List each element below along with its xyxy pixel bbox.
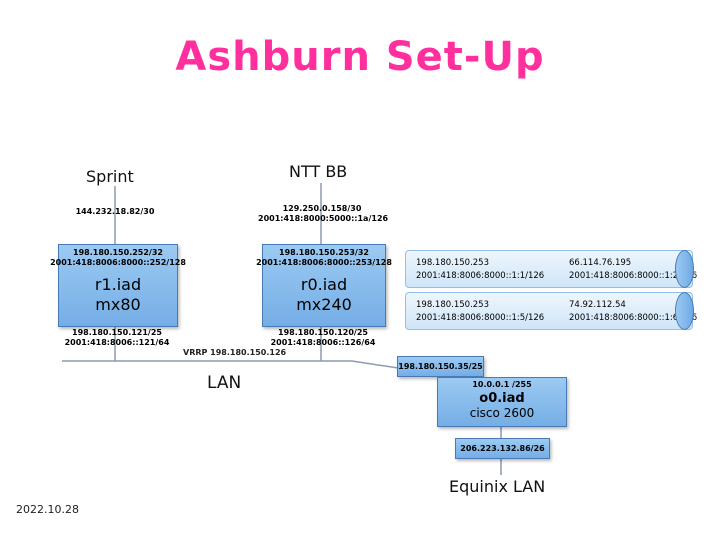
tunnel-1-remote: 66.114.76.195 2001:418:8006:8000::1:2/12… <box>569 257 697 283</box>
ntt-uplink-ips: 129.250.0.158/30 2001:418:8000:5000::1a/… <box>258 204 389 225</box>
r0-lan-v6: 2001:418:8006::126/64 <box>270 338 376 348</box>
tunnel-1: 198.180.150.253 2001:418:8006:8000::1:1/… <box>405 250 697 288</box>
r0-loopback-ips: 198.180.150.253/32 2001:418:8006:8000::2… <box>256 248 392 268</box>
r0-lan-ips: 198.180.150.120/25 2001:418:8006::126/64 <box>264 328 382 349</box>
tunnel-1-remote-v6: 2001:418:8006:8000::1:2/126 <box>569 270 698 281</box>
tunnel-2-local-v6: 2001:418:8006:8000::1:5/126 <box>416 312 545 323</box>
sprint-uplink-ip: 144.232.18.82/30 <box>75 207 155 216</box>
r1-lan-v6: 2001:418:8006::121/64 <box>64 338 170 348</box>
tunnel-1-local-v4: 198.180.150.253 <box>416 258 490 268</box>
tunnel-2-remote: 74.92.112.54 2001:418:8006:8000::1:6/126 <box>569 299 697 325</box>
r1-loopback-v6: 2001:418:8006:8000::252/128 <box>50 258 186 267</box>
tunnel-2: 198.180.150.253 2001:418:8006:8000::1:5/… <box>405 292 697 330</box>
r1-loopback-v4: 198.180.150.252/32 <box>73 248 163 257</box>
r1-lan-v4: 198.180.150.121/25 <box>72 328 162 337</box>
ntt-uplink-ip-v4: 129.250.0.158/30 <box>282 204 362 213</box>
tunnel-2-local-v4: 198.180.150.253 <box>416 300 490 310</box>
r0-lan-v4: 198.180.150.120/25 <box>278 328 368 337</box>
cylinder-cap-icon <box>675 292 694 330</box>
cylinder-cap-icon <box>675 250 694 288</box>
r0-loopback-v6: 2001:418:8006:8000::253/128 <box>256 258 392 267</box>
r1-model: mx80 <box>95 295 141 314</box>
r1-lan-ips: 198.180.150.121/25 2001:418:8006::121/64 <box>58 328 176 349</box>
sprint-label: Sprint <box>86 167 134 186</box>
equinix-lan-label: Equinix LAN <box>449 477 546 496</box>
r0-model: mx240 <box>296 295 352 314</box>
router-r1-box: 198.180.150.252/32 2001:418:8006:8000::2… <box>50 244 186 327</box>
tunnel-1-local-v6: 2001:418:8006:8000::1:1/126 <box>416 270 545 281</box>
ntt-label: NTT BB <box>289 162 348 181</box>
o0-model: cisco 2600 <box>469 406 535 420</box>
tunnel-1-local: 198.180.150.253 2001:418:8006:8000::1:1/… <box>416 257 544 283</box>
router-r0-box: 198.180.150.253/32 2001:418:8006:8000::2… <box>256 244 392 327</box>
tunnel-1-remote-v4: 66.114.76.195 <box>569 258 632 268</box>
tunnel-2-remote-v6: 2001:418:8006:8000::1:6/126 <box>569 312 698 323</box>
vrrp-label: VRRP 198.180.150.126 <box>183 348 287 357</box>
r0-loopback-v4: 198.180.150.253/32 <box>279 248 369 257</box>
o0-wan-ip: 10.0.0.1 /255 <box>472 380 532 389</box>
r1-loopback-ips: 198.180.150.252/32 2001:418:8006:8000::2… <box>50 248 186 268</box>
r1-hostname: r1.iad <box>94 275 142 294</box>
o0-uplink-ip-box: 198.180.150.35/25 <box>397 356 484 377</box>
r0-hostname: r0.iad <box>300 275 348 294</box>
date-label: 2022.10.28 <box>16 503 79 516</box>
access-router-box: 10.0.0.1 /255 o0.iad cisco 2600 <box>437 377 567 427</box>
tunnel-2-local: 198.180.150.253 2001:418:8006:8000::1:5/… <box>416 299 544 325</box>
ntt-uplink-ip-v6: 2001:418:8000:5000::1a/126 <box>258 214 389 224</box>
equinix-ip-box: 206.223.132.86/26 <box>455 438 550 459</box>
lan-label: LAN <box>207 373 242 393</box>
o0-hostname: o0.iad <box>479 391 525 406</box>
page-title: Ashburn Set-Up <box>175 34 545 80</box>
tunnel-2-remote-v4: 74.92.112.54 <box>569 300 626 310</box>
